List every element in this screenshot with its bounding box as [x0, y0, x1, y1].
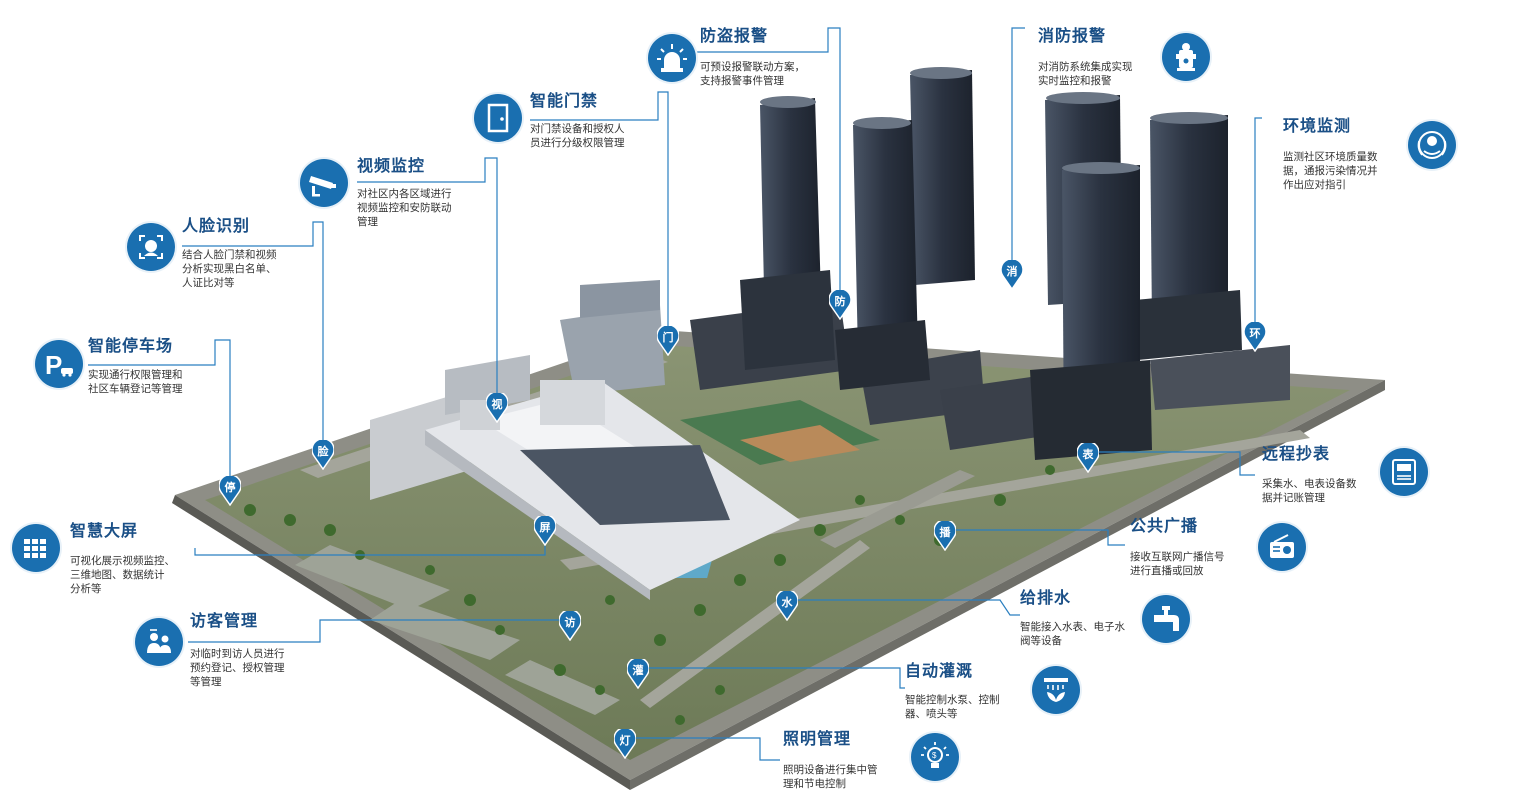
pin-public-broadcast[interactable]: 播: [934, 521, 956, 551]
feature-description: 对社区内各区域进行 视频监控和安防联动 管理: [357, 188, 452, 228]
radio-icon: [1258, 523, 1306, 571]
pin-lighting-management[interactable]: 灯: [614, 729, 636, 759]
pin-label: 停: [224, 482, 236, 494]
feature-title: 消防报警: [1038, 28, 1107, 45]
leader-lines: [88, 27, 1262, 761]
tower-1: [740, 96, 835, 370]
visitor-icon: [135, 618, 183, 666]
pin-anti-theft-alarm[interactable]: 防: [829, 290, 851, 320]
pin-smart-parking[interactable]: 停: [219, 476, 241, 506]
pin-label: 灯: [619, 735, 631, 747]
light-bulb-icon: $: [911, 733, 959, 781]
parking-icon: P: [35, 340, 83, 388]
pin-label: 播: [939, 527, 951, 539]
cultural-center-building: [425, 380, 800, 600]
feature-title: 给排水: [1020, 590, 1072, 607]
face-scan-icon: [127, 223, 175, 271]
feature-description: 对临时到访人员进行 预约登记、授权管理 等管理: [190, 648, 285, 688]
feature-description: 智能控制水泵、控制 器、喷头等: [905, 694, 1000, 720]
feature-title: 智能门禁: [530, 93, 599, 110]
pin-label: 屏: [539, 522, 551, 534]
water-faucet-icon: [1142, 595, 1190, 643]
environment-emblem-icon: [1408, 121, 1456, 169]
feature-title: 公共广播: [1130, 518, 1199, 535]
feature-description: 采集水、电表设备数 据并记账管理: [1262, 478, 1357, 504]
pin-label: 水: [781, 597, 793, 609]
meter-icon: [1380, 448, 1428, 496]
residential-towers: [740, 67, 1242, 460]
pin-fire-alarm[interactable]: 消: [1001, 260, 1023, 290]
pin-label: 脸: [317, 446, 329, 458]
feature-description: 实现通行权限管理和 社区车辆登记等管理: [88, 369, 183, 395]
feature-description: 智能接入水表、电子水 阀等设备: [1020, 621, 1125, 647]
pin-video-surveillance[interactable]: 视: [486, 393, 508, 423]
feature-description: 照明设备进行集中管 理和节电控制: [783, 764, 878, 790]
feature-title: 访客管理: [190, 613, 259, 630]
feature-title: 环境监测: [1283, 118, 1352, 135]
grid-screen-icon: [12, 524, 60, 572]
pin-label: 灌: [632, 665, 644, 677]
irrigation-icon: [1032, 666, 1080, 714]
pin-label: 消: [1006, 266, 1018, 278]
svg-text:$: $: [932, 751, 937, 760]
fire-hydrant-icon: [1162, 33, 1210, 81]
alarm-siren-icon: [648, 34, 696, 82]
pin-smart-screen[interactable]: 屏: [534, 516, 556, 546]
door-icon: [474, 94, 522, 142]
pin-access-control[interactable]: 门: [657, 326, 679, 356]
tower-2: [910, 67, 975, 285]
feature-title: 人脸识别: [182, 218, 251, 235]
pin-visitor-management[interactable]: 访: [559, 611, 581, 641]
feature-title: 远程抄表: [1262, 446, 1331, 463]
feature-title: 防盗报警: [700, 28, 769, 45]
feature-title: 视频监控: [357, 158, 426, 175]
pin-water-supply-drainage[interactable]: 水: [776, 591, 798, 621]
pin-label: 表: [1082, 449, 1094, 461]
pin-label: 视: [491, 399, 503, 411]
tower-6: [1030, 162, 1152, 460]
feature-title: 照明管理: [783, 731, 852, 748]
pin-label: 环: [1249, 328, 1261, 340]
pin-face-recognition[interactable]: 脸: [312, 440, 334, 470]
feature-description: 监测社区环境质量数 据，通报污染情况并 作出应对指引: [1283, 151, 1378, 191]
pin-label: 门: [662, 332, 674, 344]
feature-description: 结合人脸门禁和视频 分析实现黑白名单、 人证比对等: [182, 249, 277, 289]
pin-auto-irrigation[interactable]: 灌: [627, 659, 649, 689]
feature-title: 自动灌溉: [905, 663, 974, 680]
tower-3: [835, 117, 930, 390]
cctv-camera-icon: [300, 159, 348, 207]
feature-description: 可预设报警联动方案， 支持报警事件管理: [700, 61, 805, 87]
feature-description: 对消防系统集成实现 实时监控和报警: [1038, 61, 1133, 87]
pin-label: 访: [564, 617, 576, 629]
pin-remote-meter-reading[interactable]: 表: [1077, 443, 1099, 473]
feature-description: 接收互联网广播信号 进行直播或回放: [1130, 551, 1225, 577]
pin-environment-monitoring[interactable]: 环: [1244, 322, 1266, 352]
tower-5: [1135, 112, 1242, 360]
svg-text:P: P: [45, 350, 62, 380]
feature-title: 智能停车场: [88, 338, 174, 355]
feature-description: 可视化展示视频监控、 三维地图、数据统计 分析等: [70, 555, 175, 595]
feature-title: 智慧大屏: [70, 523, 139, 540]
feature-description: 对门禁设备和授权人 员进行分级权限管理: [530, 123, 625, 149]
pin-label: 防: [834, 296, 846, 308]
